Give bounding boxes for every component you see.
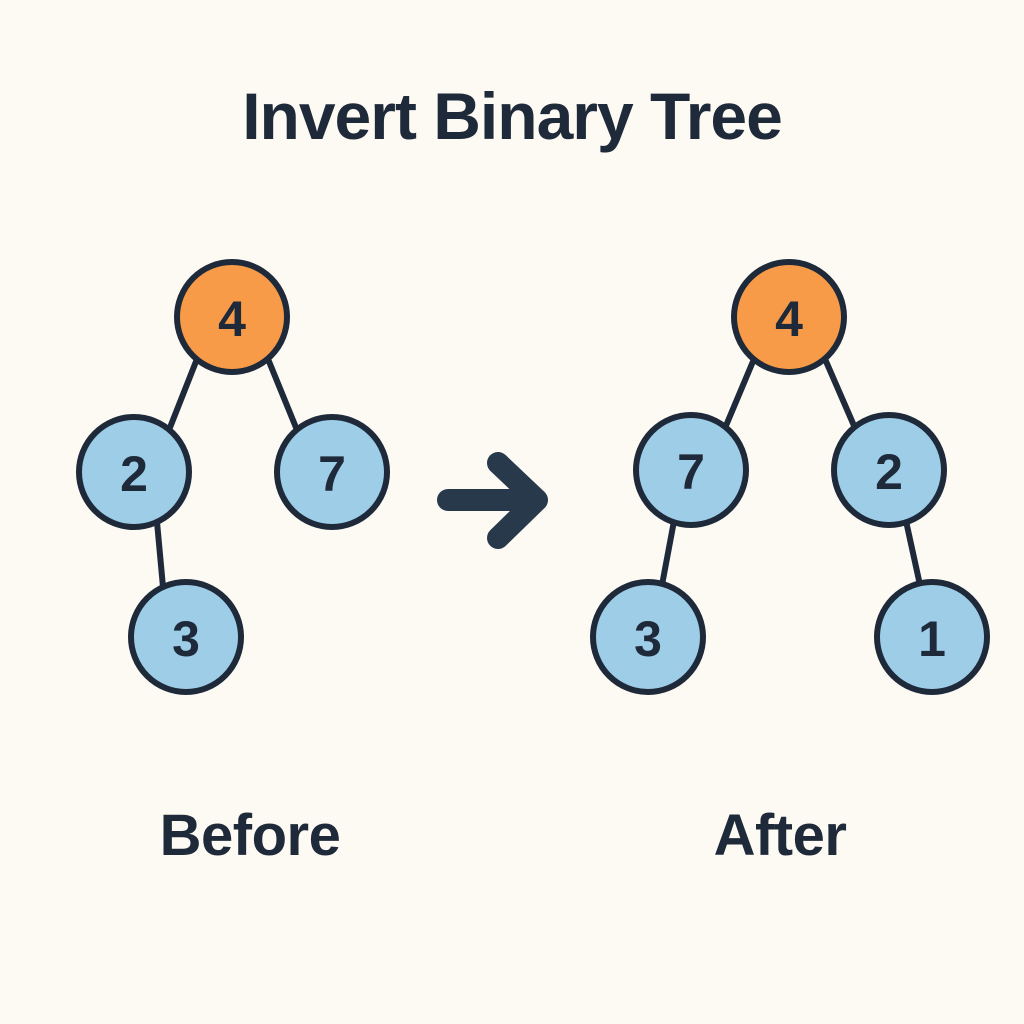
node-before-2[interactable]: 2 bbox=[76, 414, 192, 530]
edge-4-to-7 bbox=[722, 356, 757, 431]
node-circle bbox=[590, 579, 706, 695]
caption-after: After bbox=[713, 803, 847, 868]
node-before-7[interactable]: 7 bbox=[274, 414, 390, 530]
node-circle bbox=[76, 414, 192, 530]
node-after-4[interactable]: 4 bbox=[731, 259, 847, 375]
edge-2-to-3 bbox=[154, 519, 166, 590]
edge-4-to-2 bbox=[166, 356, 200, 433]
node-after-7[interactable]: 7 bbox=[633, 412, 749, 528]
node-circle bbox=[274, 414, 390, 530]
node-value: 7 bbox=[677, 444, 705, 500]
tree-before: 4 2 7 3 bbox=[76, 259, 390, 695]
node-value: 7 bbox=[318, 446, 346, 502]
node-before-4[interactable]: 4 bbox=[174, 259, 290, 375]
node-value: 2 bbox=[120, 446, 148, 502]
node-value: 3 bbox=[634, 611, 662, 667]
edges-after bbox=[659, 356, 923, 588]
edge-4-to-2 bbox=[822, 356, 858, 431]
right-arrow-icon bbox=[437, 452, 548, 549]
node-circle bbox=[731, 259, 847, 375]
node-after-1[interactable]: 1 bbox=[874, 579, 990, 695]
edge-2-to-1 bbox=[903, 518, 923, 588]
edges-before bbox=[154, 356, 300, 590]
node-value: 2 bbox=[875, 444, 903, 500]
page-title: Invert Binary Tree bbox=[242, 79, 783, 153]
node-value: 4 bbox=[775, 291, 803, 347]
node-circle bbox=[633, 412, 749, 528]
node-circle bbox=[174, 259, 290, 375]
caption-before: Before bbox=[159, 803, 341, 868]
node-after-3[interactable]: 3 bbox=[590, 579, 706, 695]
node-circle bbox=[874, 579, 990, 695]
node-circle bbox=[831, 412, 947, 528]
node-before-3[interactable]: 3 bbox=[128, 579, 244, 695]
node-value: 4 bbox=[218, 291, 246, 347]
tree-after: 4 7 2 3 1 bbox=[590, 259, 990, 695]
edge-7-to-3 bbox=[659, 518, 677, 588]
node-value: 3 bbox=[172, 611, 200, 667]
node-value: 1 bbox=[918, 611, 946, 667]
edge-4-to-7 bbox=[265, 356, 300, 433]
node-after-2[interactable]: 2 bbox=[831, 412, 947, 528]
node-circle bbox=[128, 579, 244, 695]
